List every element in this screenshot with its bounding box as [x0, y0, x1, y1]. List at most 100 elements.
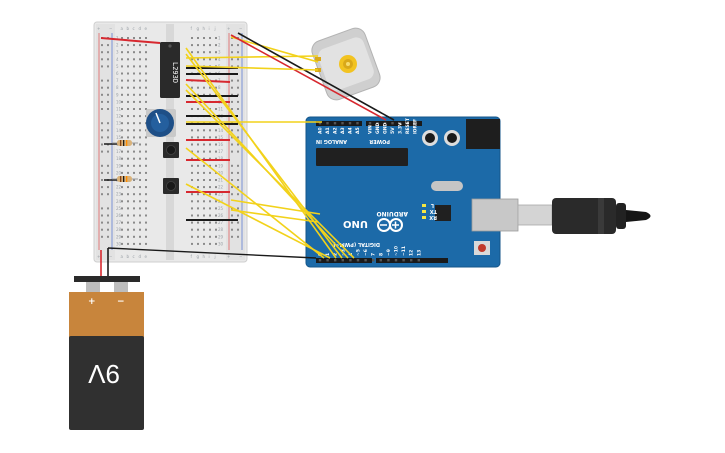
breadboard-hole [121, 115, 123, 118]
row-number: 27 [116, 220, 122, 225]
rail-hole [231, 86, 233, 89]
breadboard-hole [121, 207, 123, 210]
breadboard-hole [191, 136, 193, 139]
breadboard-hole [121, 86, 123, 89]
breadboard-hole [215, 207, 217, 210]
breadboard-hole [145, 221, 147, 224]
rail-hole [107, 122, 109, 125]
breadboard-hole [133, 72, 135, 75]
rail-hole [237, 179, 239, 181]
resistor-2 [112, 176, 138, 182]
column-letter: j [214, 254, 216, 259]
breadboard-hole [127, 65, 129, 68]
row-number: 11 [218, 107, 224, 112]
breadboard-hole [133, 143, 135, 146]
header-pin [356, 259, 360, 262]
breadboard-hole [145, 186, 147, 189]
column-letter: f [191, 26, 193, 31]
breadboard-hole [203, 143, 205, 146]
breadboard-hole [133, 58, 135, 61]
breadboard-hole [139, 93, 141, 96]
header-pin [406, 122, 409, 125]
rail-hole [107, 171, 109, 174]
breadboard-hole [127, 171, 129, 174]
breadboard-hole [127, 157, 129, 160]
column-letter: d [139, 26, 142, 31]
breadboard-hole [139, 164, 141, 167]
rail-hole [237, 86, 239, 89]
breadboard-hole [197, 200, 199, 203]
breadboard-hole [209, 164, 211, 167]
pin-label: VIN [368, 125, 374, 134]
breadboard-hole [203, 44, 205, 47]
breadboard-hole [133, 242, 135, 245]
rail-plus-label-top-right: + [227, 26, 230, 31]
breadboard-hole [145, 37, 147, 39]
rail-hole [231, 100, 233, 103]
row-number: 30 [116, 241, 122, 246]
breadboard-hole [127, 214, 129, 217]
breadboard-hole [133, 164, 135, 167]
pin-label: 1 [325, 253, 331, 256]
rail-hole [101, 108, 103, 110]
breadboard-hole [203, 51, 205, 54]
breadboard-hole [139, 200, 141, 203]
pin-label: A2 [333, 127, 339, 134]
rail-hole [107, 186, 109, 189]
wire-yellow-d4 [185, 89, 355, 259]
breadboard-hole [133, 86, 135, 89]
header-pin [410, 259, 413, 262]
row-number: 15 [116, 135, 122, 140]
breadboard-hole [139, 207, 141, 210]
rail-hole [101, 179, 103, 181]
breadboard-hole [209, 51, 211, 54]
rail-hole [231, 179, 233, 181]
column-letter: h [203, 26, 206, 31]
breadboard-hole [197, 186, 199, 189]
usb-chip [435, 205, 451, 221]
battery-9v: + − 9V [69, 276, 144, 430]
power-header-label: POWER [369, 138, 390, 144]
usb-port [471, 198, 519, 232]
breadboard-hole [209, 37, 211, 39]
rail-hole [231, 79, 233, 82]
usb-cable [517, 198, 651, 234]
header-pin [326, 259, 329, 262]
breadboard-hole [197, 150, 199, 153]
power-header [366, 121, 422, 126]
row-number: 7 [116, 78, 119, 83]
breadboard-hole [145, 100, 147, 103]
rail-hole [231, 93, 233, 96]
pin-label: 2 [333, 253, 339, 256]
breadboard-hole [139, 150, 141, 153]
row-number: 25 [218, 206, 224, 211]
breadboard-hole [215, 186, 217, 189]
chip-label: L293D [171, 62, 179, 83]
breadboard-hole [209, 86, 211, 89]
breadboard-hole [133, 228, 135, 231]
breadboard-hole [191, 108, 193, 110]
breadboard-hole [215, 242, 217, 245]
breadboard-hole [209, 171, 211, 174]
rail-hole [101, 58, 103, 61]
header-pin [402, 259, 405, 262]
breadboard-hole [209, 193, 211, 196]
breadboard-hole [203, 86, 205, 89]
breadboard-hole [203, 221, 205, 224]
header-pin [326, 122, 329, 125]
header-pin [334, 259, 337, 262]
row-number: 17 [218, 149, 224, 154]
rail-plus-label-bottom-right: + [227, 254, 230, 259]
push-button-1 [163, 142, 179, 158]
breadboard-hole [145, 150, 147, 153]
breadboard-hole [197, 86, 199, 89]
breadboard-hole [191, 37, 193, 39]
breadboard-hole [197, 235, 199, 238]
breadboard-hole [133, 136, 135, 139]
breadboard-hole [133, 193, 135, 196]
breadboard-hole [209, 136, 211, 139]
breadboard-hole [139, 58, 141, 61]
breadboard-hole [127, 108, 129, 110]
breadboard-hole [133, 44, 135, 47]
rail-hole [237, 150, 239, 153]
